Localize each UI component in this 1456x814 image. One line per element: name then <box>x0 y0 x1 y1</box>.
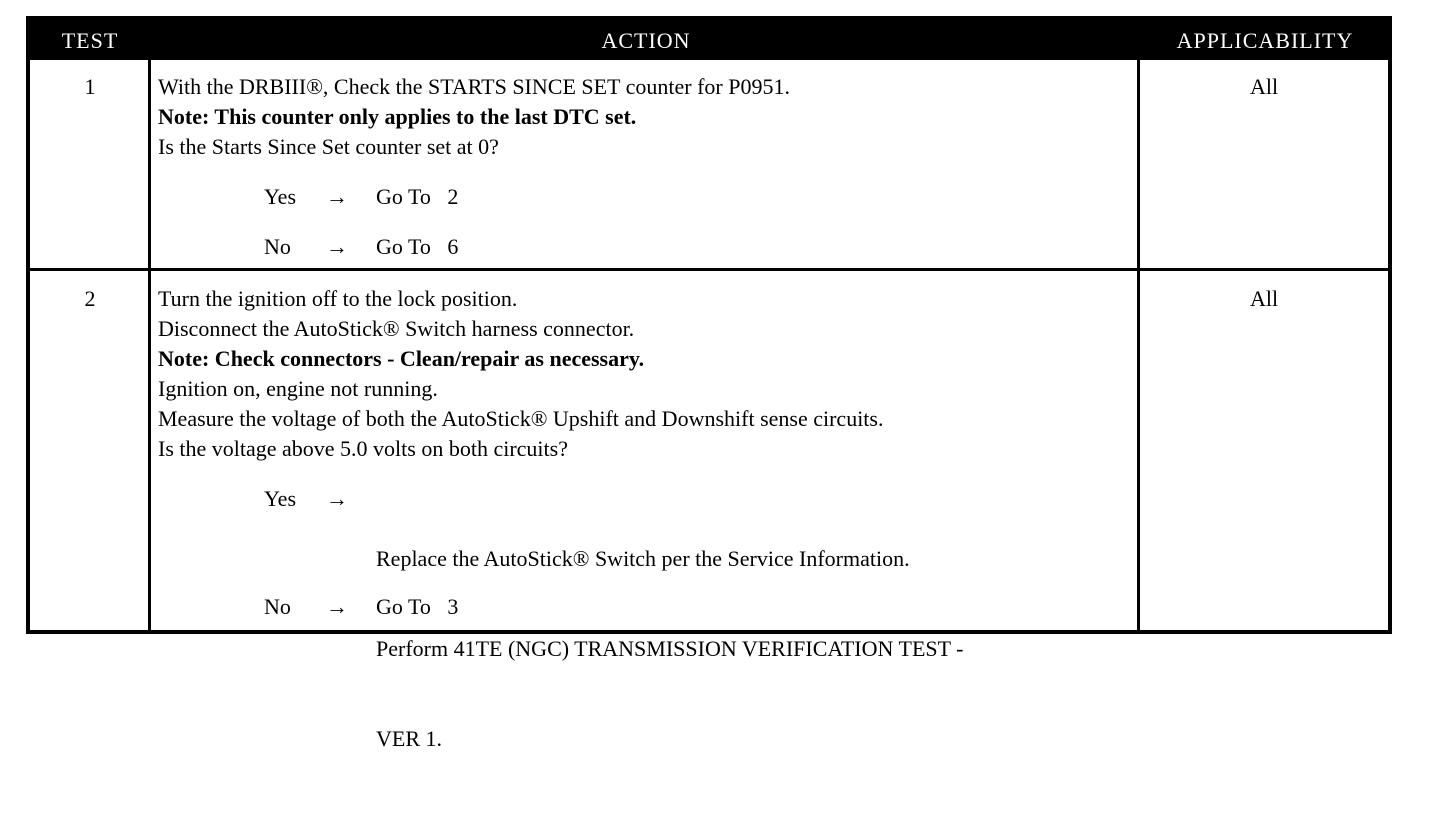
header-applicability: APPLICABILITY <box>1176 28 1354 53</box>
response-yes-label: Yes <box>264 184 297 209</box>
response-yes-line-1: Replace the AutoStick® Switch per the Se… <box>376 546 910 571</box>
row-1-test-number: 1 <box>84 74 96 99</box>
row-2-line-2: Disconnect the AutoStick® Switch harness… <box>158 316 635 341</box>
header-action: ACTION <box>601 28 691 53</box>
row-1-line-1: With the DRBIII®, Check the STARTS SINCE… <box>158 74 790 99</box>
row-2-applicability: All <box>1249 286 1279 311</box>
response-no-label: No <box>264 234 291 259</box>
row-2-note: Note: Check connectors - Clean/repair as… <box>158 346 645 371</box>
row-1-action: With the DRBIII®, Check the STARTS SINCE… <box>158 72 1133 162</box>
arrow-right-icon: → <box>326 234 348 259</box>
arrow-right-icon: → <box>326 486 348 511</box>
row-1-note: Note: This counter only applies to the l… <box>158 104 637 129</box>
response-yes-line-2: Perform 41TE (NGC) TRANSMISSION VERIFICA… <box>376 636 964 661</box>
row-2-response-no: No → Go To 3 <box>264 592 1124 622</box>
row-2-test-number: 2 <box>84 286 96 311</box>
column-divider-action <box>1137 60 1140 630</box>
row-2-action: Turn the ignition off to the lock positi… <box>158 284 1133 464</box>
response-no-goto: Go To 3 <box>376 594 459 619</box>
row-1-response-no: No → Go To 6 <box>264 232 1124 262</box>
row-divider <box>30 268 1388 271</box>
arrow-right-icon: → <box>326 594 348 619</box>
response-no-label: No <box>264 594 291 619</box>
header-test: TEST <box>61 28 119 53</box>
response-yes-line-3: VER 1. <box>376 726 442 751</box>
row-1-applicability: All <box>1249 74 1279 99</box>
response-yes-text: Replace the AutoStick® Switch per the Se… <box>376 484 964 814</box>
column-divider-test <box>148 60 151 630</box>
table-header: TEST ACTION APPLICABILITY <box>30 20 1388 60</box>
response-yes-label: Yes <box>264 486 297 511</box>
row-2-line-4: Ignition on, engine not running. <box>158 376 438 401</box>
row-2-response-yes: Yes → Replace the AutoStick® Switch per … <box>264 484 1134 751</box>
response-yes-goto: Go To 2 <box>376 184 459 209</box>
response-no-goto: Go To 6 <box>376 234 459 259</box>
diagnostic-table: TEST ACTION APPLICABILITY 1 With the DRB… <box>26 16 1392 751</box>
row-1-question: Is the Starts Since Set counter set at 0… <box>158 134 499 159</box>
arrow-right-icon: → <box>326 184 348 209</box>
row-2-question: Is the voltage above 5.0 volts on both c… <box>158 436 568 461</box>
row-2-line-5: Measure the voltage of both the AutoStic… <box>158 406 884 431</box>
row-1-response-yes: Yes → Go To 2 <box>264 182 1124 212</box>
row-2-line-1: Turn the ignition off to the lock positi… <box>158 286 518 311</box>
